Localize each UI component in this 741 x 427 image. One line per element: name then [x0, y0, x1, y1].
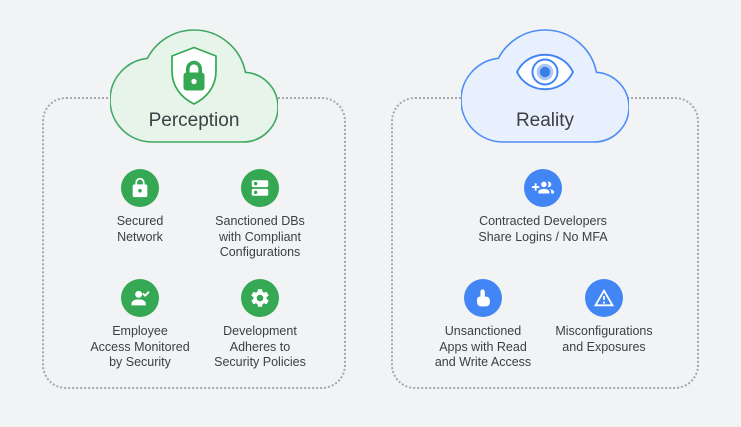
- perception-item-sanctioned-dbs: Sanctioned DBs with Compliant Configurat…: [185, 169, 335, 261]
- item-label: Sanctioned DBs with Compliant Configurat…: [215, 214, 305, 259]
- reality-cloud: Reality: [461, 29, 629, 143]
- item-label: Employee Access Monitored by Security: [90, 324, 190, 369]
- warning-icon: [585, 279, 623, 317]
- reality-item-unsanctioned-apps: Unsanctioned Apps with Read and Write Ac…: [408, 279, 558, 371]
- perception-item-secured-network: Secured Network: [65, 169, 215, 245]
- item-label: Unsanctioned Apps with Read and Write Ac…: [434, 324, 532, 369]
- hand-point-up-icon: [464, 279, 502, 317]
- gear-icon: [241, 279, 279, 317]
- perception-cloud: Perception: [110, 29, 278, 143]
- item-label: Development Adheres to Security Policies: [214, 324, 306, 369]
- perception-title: Perception: [149, 110, 240, 131]
- reality-item-misconfigurations: Misconfigurations and Exposures: [524, 279, 684, 355]
- shield-lock-icon: [171, 46, 217, 105]
- database-icon: [241, 169, 279, 207]
- perception-item-development-policies: Development Adheres to Security Policies: [185, 279, 335, 371]
- reality-item-contracted-developers: Contracted Developers Share Logins / No …: [448, 169, 638, 245]
- person-check-icon: [121, 279, 159, 317]
- perception-item-employee-access: Employee Access Monitored by Security: [65, 279, 215, 371]
- lock-icon: [121, 169, 159, 207]
- item-label: Secured Network: [116, 214, 164, 244]
- item-label: Misconfigurations and Exposures: [555, 324, 653, 354]
- group-add-icon: [524, 169, 562, 207]
- reality-title: Reality: [516, 110, 575, 131]
- item-label: Contracted Developers Share Logins / No …: [478, 214, 608, 244]
- eye-icon: [516, 53, 574, 91]
